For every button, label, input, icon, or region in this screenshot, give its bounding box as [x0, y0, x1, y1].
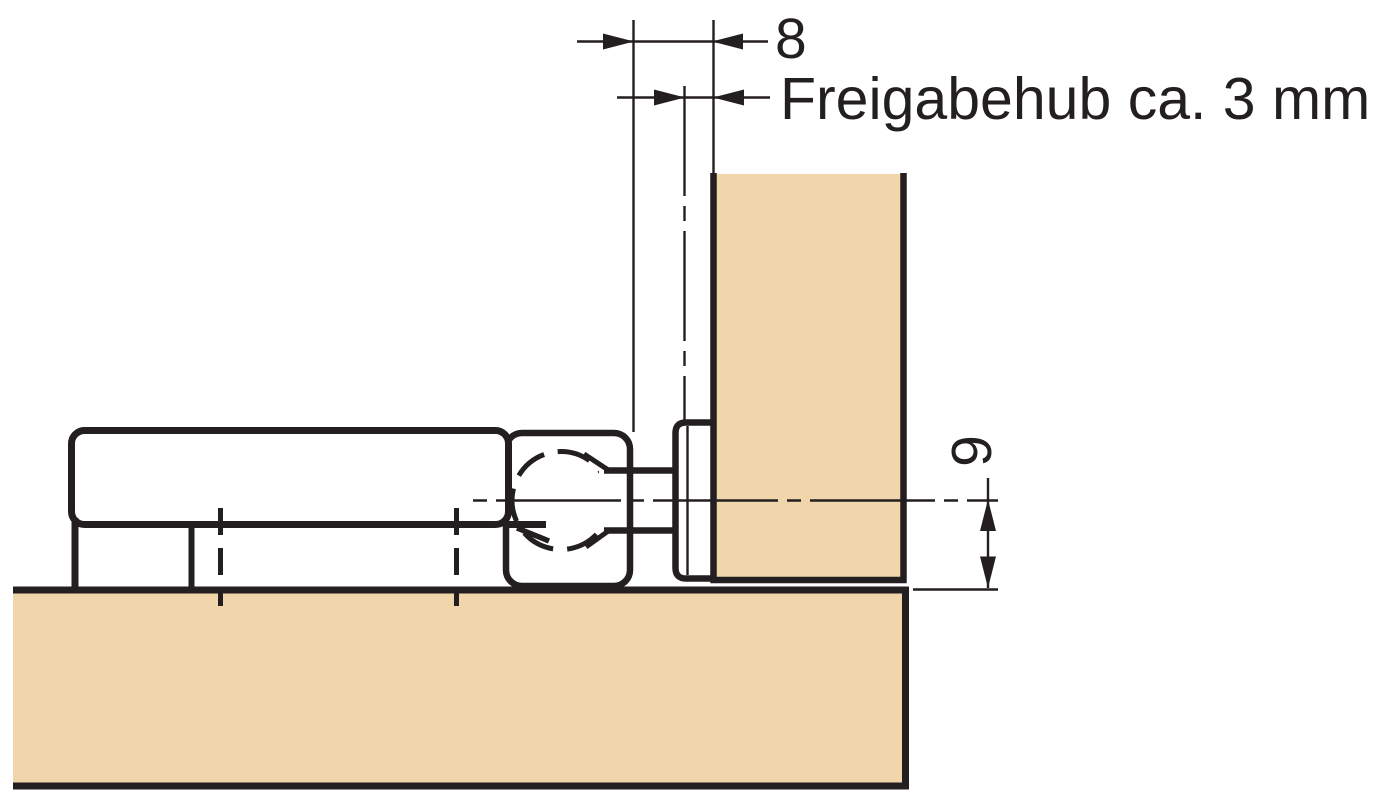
bottom-panel-wood-fill	[13, 592, 907, 784]
arrow-down-icon	[980, 556, 996, 588]
bottom-panel	[13, 586, 909, 790]
hinge-arm	[68, 427, 512, 590]
hinge-arm-body	[68, 427, 512, 528]
door-panel-wood-fill	[714, 174, 905, 580]
release-lever	[504, 521, 551, 544]
door-panel	[710, 173, 907, 584]
dimension-label-release-stroke: Freigabehub ca. 3 mm	[780, 66, 1370, 132]
reference-lines	[473, 20, 998, 591]
dimension-top-offset: 8	[577, 7, 807, 71]
dimension-label-9: 9	[940, 435, 1004, 467]
arrow-up-icon	[980, 499, 996, 531]
release-lever-notch	[515, 525, 551, 544]
arrow-left-icon	[713, 89, 744, 106]
dimension-release-stroke: Freigabehub ca. 3 mm	[617, 66, 1370, 132]
arrow-right-icon	[603, 33, 634, 50]
screw-centerlines	[218, 508, 459, 606]
dimension-label-8: 8	[775, 7, 807, 71]
arrow-left-icon	[712, 33, 743, 50]
arrow-right-icon	[654, 89, 685, 106]
dimension-bottom-clearance: 9	[940, 435, 1004, 588]
